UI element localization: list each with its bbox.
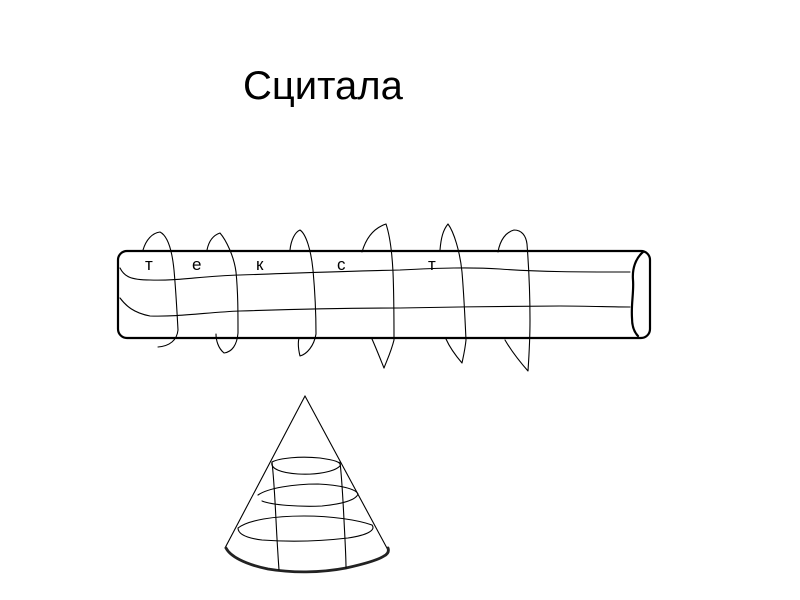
strip-wrap-3 [289,229,317,357]
cone-base [224,546,390,574]
rod-end-cap [630,250,645,338]
strip-letter-4: с [337,255,346,274]
cone-wrap-2 [257,483,359,507]
rod-outline [116,249,652,340]
cone-wrap-3 [237,515,374,542]
strip-edge-upper [119,267,631,281]
strip-wraps [142,223,531,372]
cone-left-side [224,395,306,549]
strip-wrap-2 [206,232,239,354]
strip-wrap-6 [497,229,531,372]
strip-edge-lower [119,297,631,317]
cone-right-side [304,395,389,551]
strip-letter-5: т [428,255,436,274]
cone-strip-edge-left [271,461,280,571]
scytale-rod: т е к с т [116,223,652,372]
strip-letter-1: т [145,255,153,274]
cone-wrap-1 [271,456,341,475]
strip-wrap-4 [361,223,395,369]
slide-title: Сцитала [243,64,403,108]
strip-letters: т е к с т [145,255,436,274]
strip-wrap-5 [439,223,467,364]
strip-letter-3: к [256,255,264,274]
strip-wrap-1 [142,231,179,348]
scytale-cone [224,395,390,574]
cone-strip-edge-right [339,461,347,569]
strip-letter-2: е [192,255,201,274]
